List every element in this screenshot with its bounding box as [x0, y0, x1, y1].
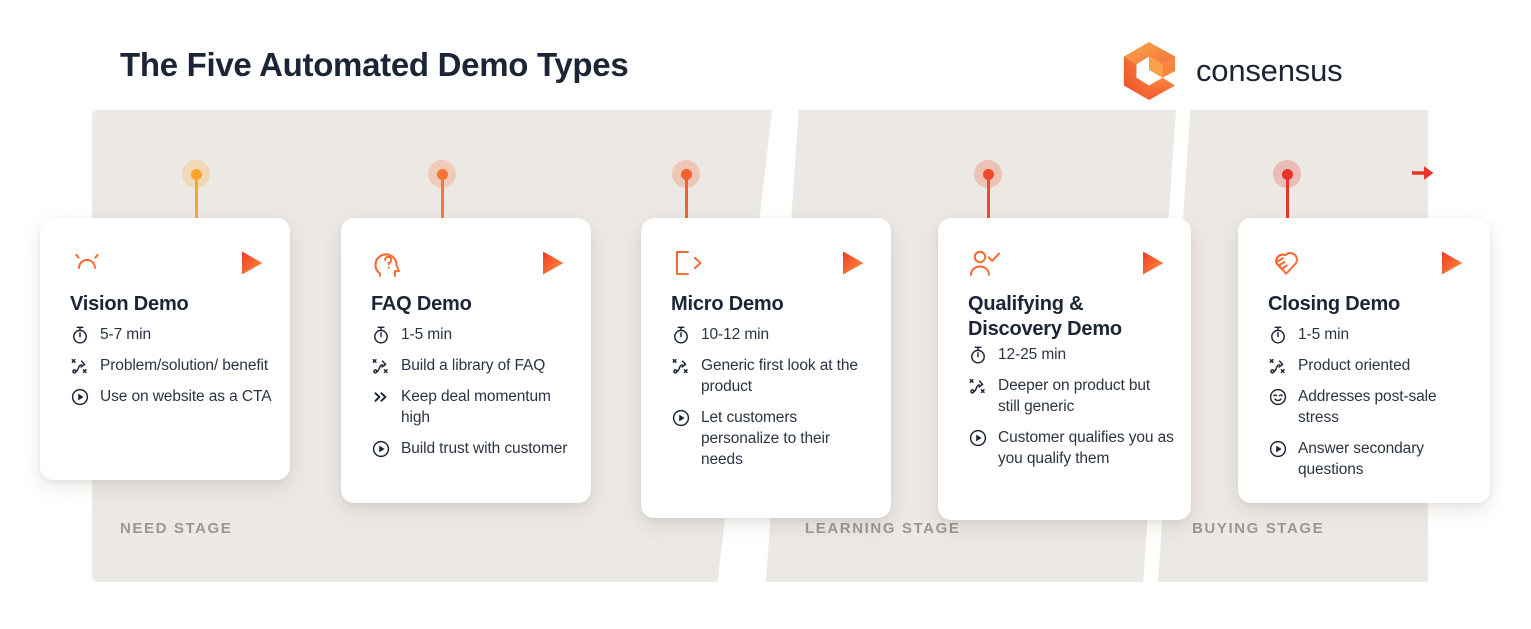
timeline-stem-4	[986, 174, 990, 218]
card-4-row-3: Customer qualifies you as you qualify th…	[968, 427, 1175, 469]
sunrise-icon	[70, 248, 104, 280]
card-2-row-text-3: Keep deal momentum high	[401, 388, 551, 426]
arrow-right-icon	[1412, 166, 1434, 180]
stopwatch-icon	[1268, 325, 1288, 345]
card-5-row-3: Addresses post-sale stress	[1268, 386, 1474, 428]
play-triangle-icon[interactable]	[841, 250, 865, 276]
play-circle-icon	[968, 428, 988, 448]
card-1-row-text-1: 5-7 min	[100, 326, 151, 343]
timeline-dashed-line	[92, 171, 1412, 175]
demo-card-3[interactable]: Micro Demo 10-12 min Generic first look …	[641, 218, 891, 518]
card-3-row-text-2: Generic first look at the product	[701, 357, 858, 395]
stopwatch-icon	[371, 325, 391, 345]
demo-card-1[interactable]: Vision Demo 5-7 min Problem/solution/ be…	[40, 218, 290, 480]
card-rows: 10-12 min Generic first look at the prod…	[671, 324, 875, 480]
stopwatch-icon	[968, 345, 988, 365]
stage-label-learning: LEARNING STAGE	[805, 520, 961, 537]
card-5-row-text-1: 1-5 min	[1298, 326, 1349, 343]
card-header	[968, 248, 1165, 280]
play-triangle-icon[interactable]	[1440, 250, 1464, 276]
card-3-row-1: 10-12 min	[671, 324, 875, 345]
card-3-row-2: Generic first look at the product	[671, 355, 875, 397]
card-5-row-text-2: Product oriented	[1298, 357, 1411, 374]
card-2-row-text-4: Build trust with customer	[401, 440, 568, 457]
card-header	[371, 248, 565, 280]
brand-logo: consensus	[1120, 40, 1343, 102]
strategy-icon	[671, 356, 691, 376]
head-question-icon	[371, 248, 405, 280]
strategy-icon	[371, 356, 391, 376]
card-5-row-1: 1-5 min	[1268, 324, 1474, 345]
strategy-icon	[968, 376, 988, 396]
card-title: Qualifying & Discovery Demo	[968, 293, 1122, 340]
play-triangle-icon[interactable]	[541, 250, 565, 276]
card-4-row-text-3: Customer qualifies you as you qualify th…	[998, 429, 1174, 467]
card-5-row-4: Answer secondary questions	[1268, 438, 1474, 480]
demo-card-4[interactable]: Qualifying & Discovery Demo 12-25 min De…	[938, 218, 1191, 520]
card-title: Closing Demo	[1268, 293, 1401, 315]
card-2-row-1: 1-5 min	[371, 324, 575, 345]
card-2-row-3: Keep deal momentum high	[371, 386, 575, 428]
stopwatch-icon	[70, 325, 90, 345]
demo-card-2[interactable]: FAQ Demo 1-5 min Build a library of FAQ …	[341, 218, 591, 503]
card-rows: 5-7 min Problem/solution/ benefit Use on…	[70, 324, 274, 417]
card-2-row-text-1: 1-5 min	[401, 326, 452, 343]
card-2-row-2: Build a library of FAQ	[371, 355, 575, 376]
page-title: The Five Automated Demo Types	[120, 46, 629, 83]
double-chevron-right-icon	[371, 387, 391, 407]
play-triangle-icon[interactable]	[240, 250, 264, 276]
smile-relaxed-icon	[1268, 387, 1288, 407]
timeline-stem-1	[194, 174, 198, 218]
card-5-row-text-3: Addresses post-sale stress	[1298, 388, 1437, 426]
card-5-row-text-4: Answer secondary questions	[1298, 440, 1424, 478]
user-check-icon	[968, 248, 1002, 280]
exit-arrow-icon	[671, 248, 705, 280]
card-1-row-text-3: Use on website as a CTA	[100, 388, 272, 405]
stage-label-need: NEED STAGE	[120, 520, 233, 537]
card-title: Micro Demo	[671, 293, 784, 315]
header: The Five Automated Demo Types consensus	[0, 0, 1531, 110]
card-4-row-text-2: Deeper on product but still generic	[998, 377, 1151, 415]
card-1-row-3: Use on website as a CTA	[70, 386, 274, 407]
play-circle-icon	[671, 408, 691, 428]
timeline-stem-5	[1285, 174, 1289, 218]
card-rows: 12-25 min Deeper on product but still ge…	[968, 344, 1175, 479]
play-circle-icon	[1268, 439, 1288, 459]
handshake-icon	[1268, 248, 1302, 280]
card-4-row-2: Deeper on product but still generic	[968, 375, 1175, 417]
card-header	[70, 248, 264, 280]
play-circle-icon	[70, 387, 90, 407]
strategy-icon	[70, 356, 90, 376]
play-triangle-icon[interactable]	[1141, 250, 1165, 276]
consensus-cube-icon	[1123, 42, 1176, 100]
card-4-row-text-1: 12-25 min	[998, 346, 1067, 363]
card-title: Vision Demo	[70, 293, 189, 315]
demo-card-5[interactable]: Closing Demo 1-5 min Product oriented Ad…	[1238, 218, 1490, 503]
card-rows: 1-5 min Build a library of FAQ Keep deal…	[371, 324, 575, 469]
card-title: FAQ Demo	[371, 293, 472, 315]
timeline	[0, 160, 1531, 188]
card-3-row-3: Let customers personalize to their needs	[671, 407, 875, 470]
stage-label-buying: BUYING STAGE	[1192, 520, 1325, 537]
play-circle-icon	[371, 439, 391, 459]
card-header	[671, 248, 865, 280]
card-5-row-2: Product oriented	[1268, 355, 1474, 376]
timeline-stem-2	[440, 174, 444, 218]
card-3-row-text-3: Let customers personalize to their needs	[701, 409, 830, 468]
strategy-icon	[1268, 356, 1288, 376]
card-1-row-1: 5-7 min	[70, 324, 274, 345]
card-3-row-text-1: 10-12 min	[701, 326, 770, 343]
card-2-row-4: Build trust with customer	[371, 438, 575, 459]
card-header	[1268, 248, 1464, 280]
card-rows: 1-5 min Product oriented Addresses post-…	[1268, 324, 1474, 490]
timeline-stem-3	[684, 174, 688, 218]
card-1-row-text-2: Problem/solution/ benefit	[100, 357, 269, 374]
card-4-row-1: 12-25 min	[968, 344, 1175, 365]
card-1-row-2: Problem/solution/ benefit	[70, 355, 274, 376]
brand-name: consensus	[1196, 53, 1343, 88]
card-2-row-text-2: Build a library of FAQ	[401, 357, 546, 374]
stopwatch-icon	[671, 325, 691, 345]
